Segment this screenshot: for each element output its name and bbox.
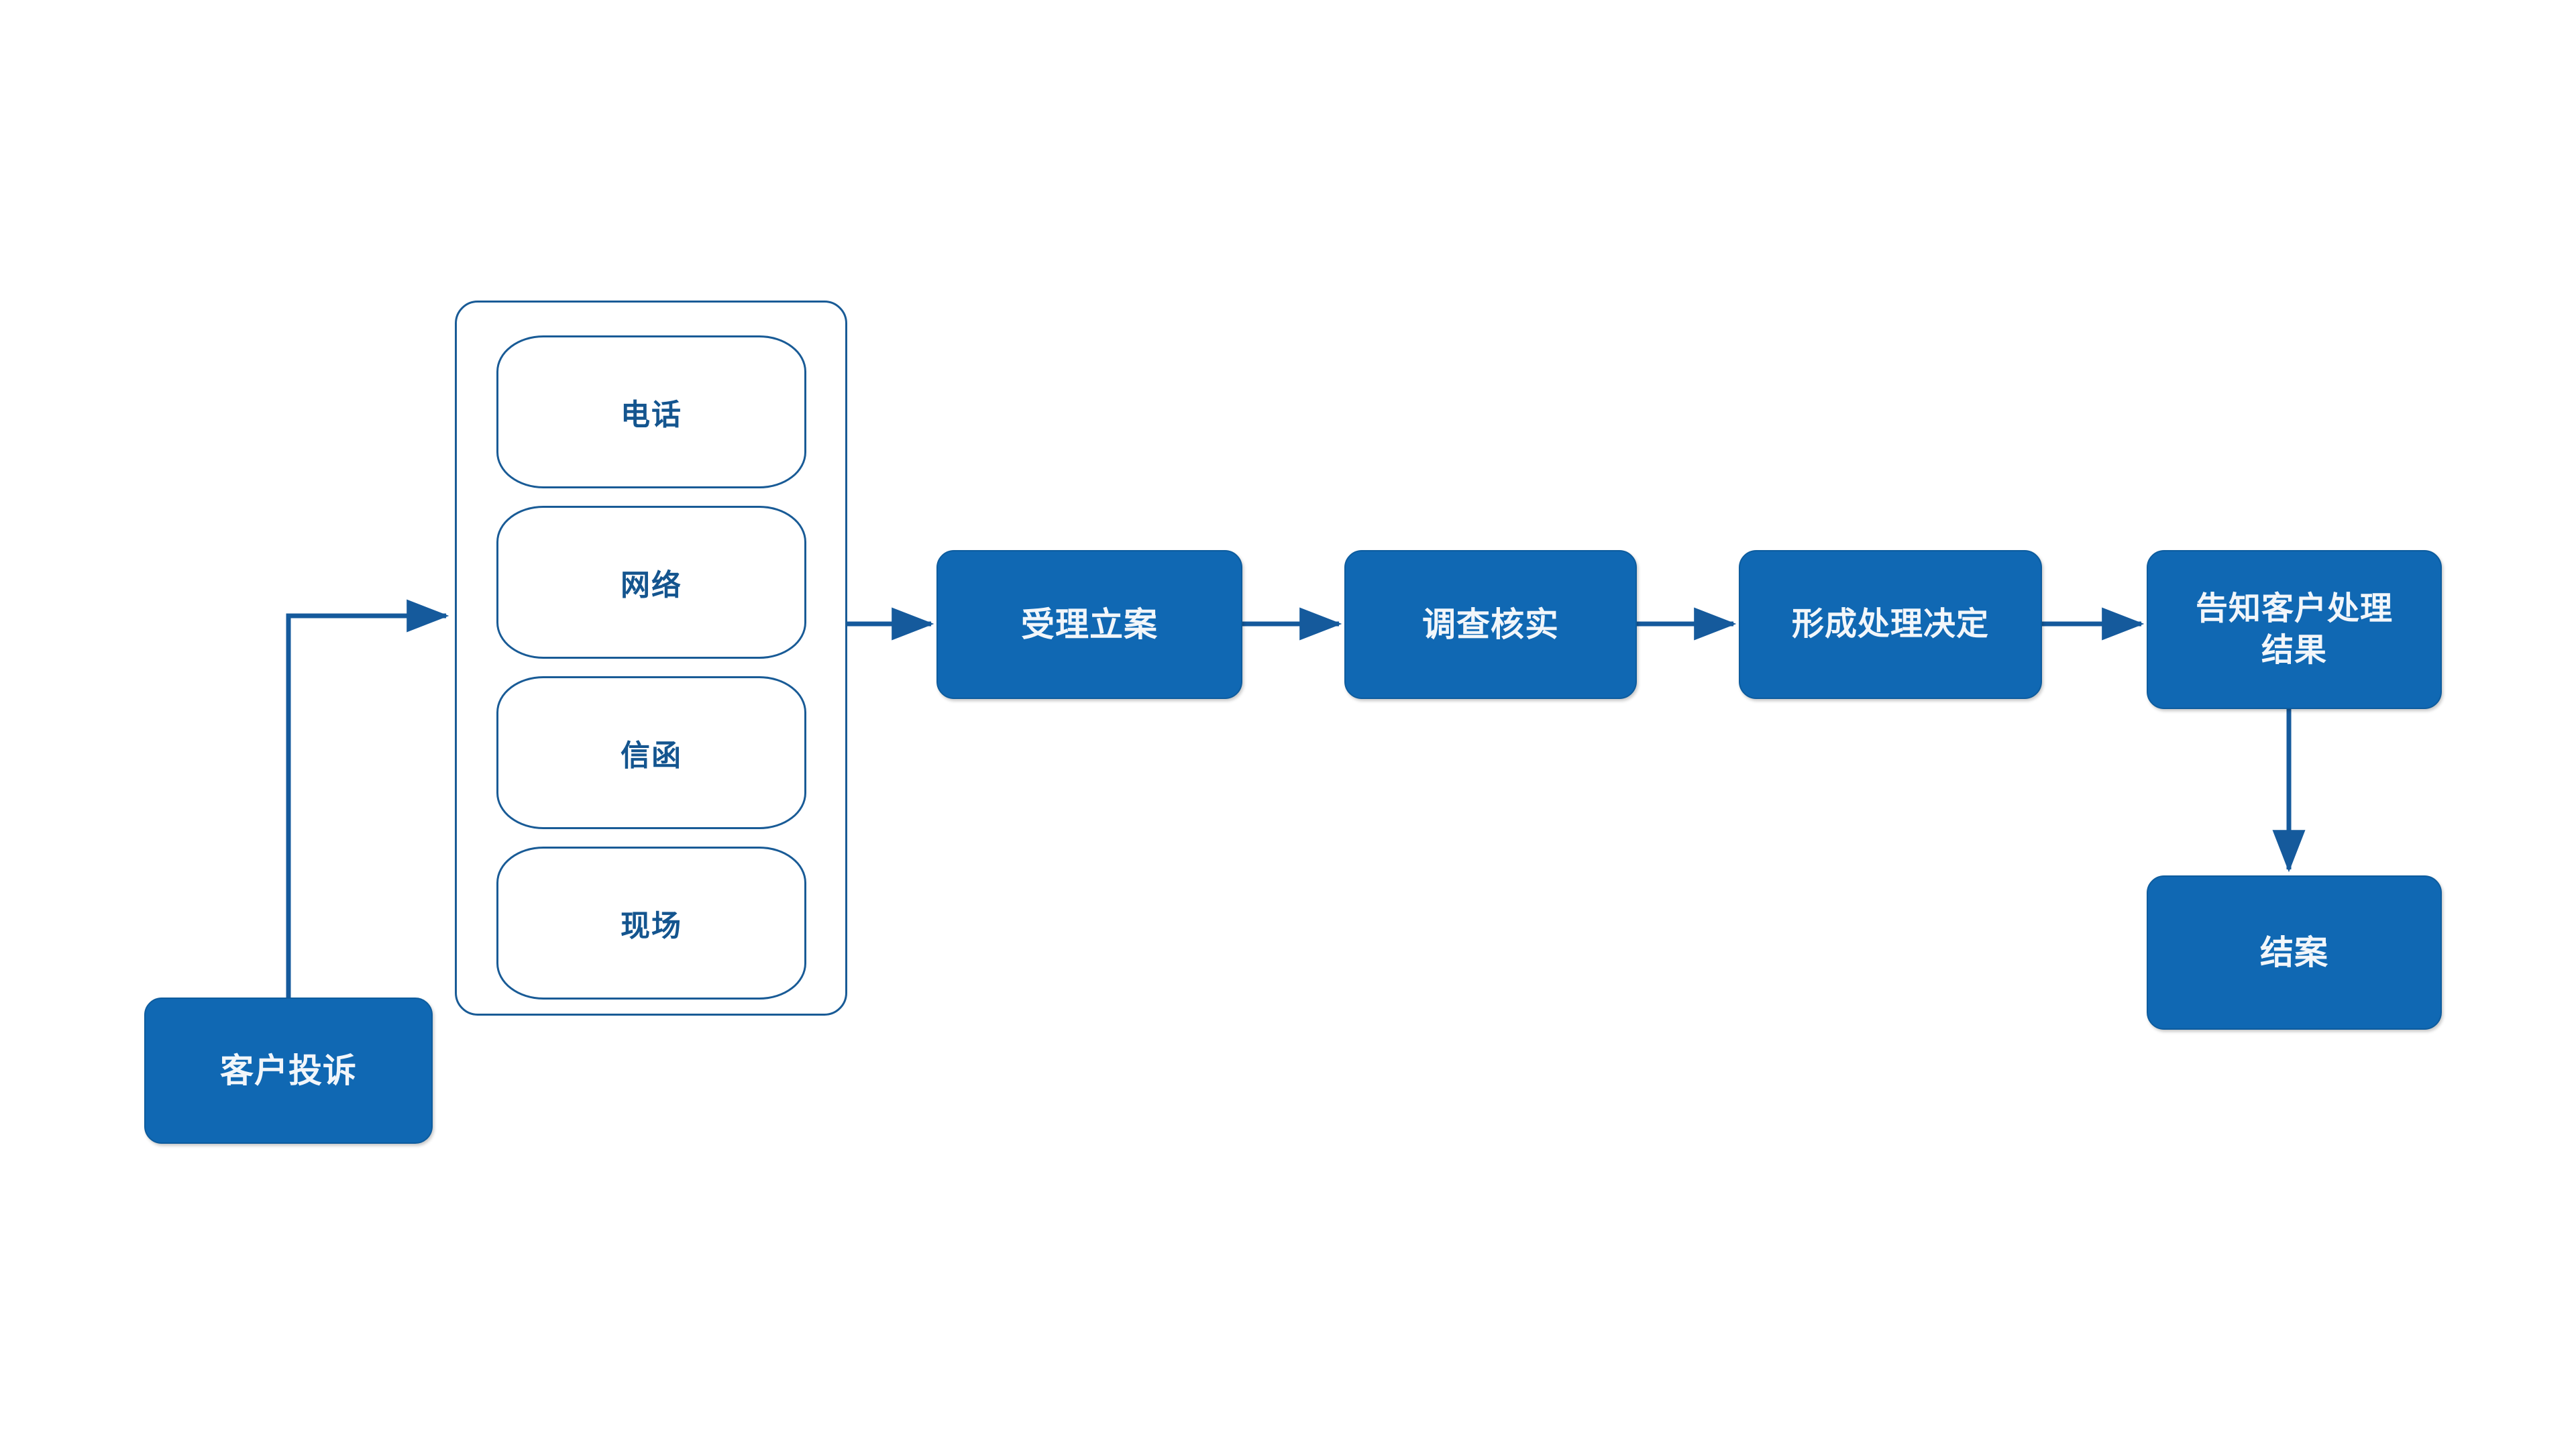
channel-pill-phone[interactable]: 电话 — [496, 335, 806, 488]
edge-complaint-to-channels — [286, 599, 449, 998]
channel-pill-letter[interactable]: 信函 — [496, 676, 806, 829]
channel-pill-internet[interactable]: 网络 — [496, 506, 806, 659]
node-form-decision[interactable]: 形成处理决定 — [1739, 550, 2042, 699]
node-notify-customer-result[interactable]: 告知客户处理 结果 — [2147, 550, 2442, 709]
node-accept-and-file[interactable]: 受理立案 — [936, 550, 1242, 699]
node-close-case[interactable]: 结案 — [2147, 875, 2442, 1030]
node-customer-complaint[interactable]: 客户投诉 — [144, 998, 433, 1144]
node-investigate-verify[interactable]: 调查核实 — [1344, 550, 1637, 699]
channel-pill-onsite[interactable]: 现场 — [496, 847, 806, 1000]
